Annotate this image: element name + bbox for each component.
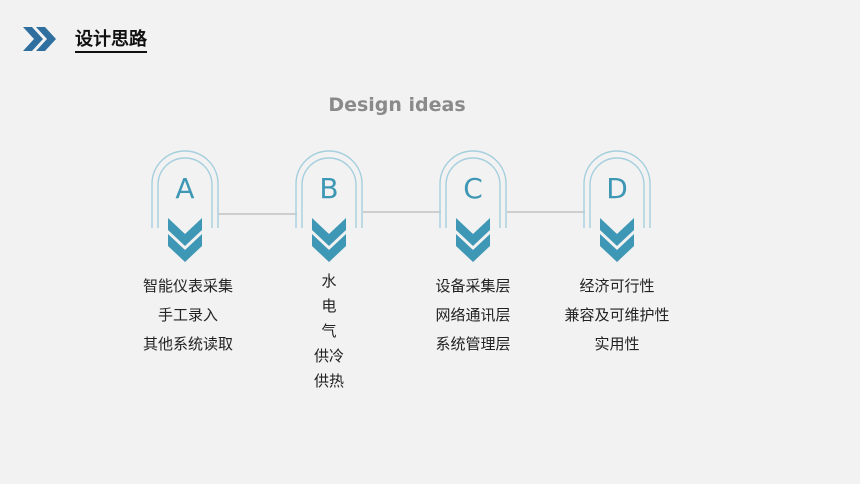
page-title: 设计思路 <box>75 30 147 53</box>
arch-b <box>295 150 363 262</box>
step-b-line: 电 <box>321 297 337 315</box>
arch-d <box>583 150 651 262</box>
step-a-line: 手工录入 <box>157 306 218 324</box>
chevron-down-icon <box>456 234 490 262</box>
chevron-down-icon <box>600 218 634 246</box>
arch-c <box>439 150 507 262</box>
chevron-down-icon <box>600 234 634 262</box>
step-c-line: 系统管理层 <box>435 335 511 353</box>
step-a-items: 智能仪表采集 手工录入 其他系统读取 <box>108 272 268 359</box>
subtitle: Design ideas <box>328 94 466 116</box>
step-d-items: 经济可行性 兼容及可维护性 实用性 <box>537 272 697 359</box>
step-c-line: 网络通讯层 <box>435 306 511 324</box>
step-d-line: 实用性 <box>594 335 640 353</box>
chevron-down-icon <box>168 234 202 262</box>
step-d-line: 兼容及可维护性 <box>564 306 670 324</box>
double-chevron-right-icon <box>23 27 56 51</box>
chevron-down-icon <box>168 218 202 246</box>
step-letter-c: C <box>463 172 483 205</box>
step-b-items: 水 电 气 供冷 供热 <box>249 269 409 394</box>
step-a-line: 其他系统读取 <box>142 335 233 353</box>
step-letter-d: D <box>606 172 628 205</box>
chevron-down-icon <box>312 218 346 246</box>
step-c-line: 设备采集层 <box>435 277 511 295</box>
step-letter-b: B <box>319 172 339 205</box>
step-b-line: 水 <box>321 272 337 290</box>
step-letter-a: A <box>175 172 195 205</box>
arch-a <box>151 150 219 262</box>
step-c-items: 设备采集层 网络通讯层 系统管理层 <box>393 272 553 359</box>
step-b-line: 供热 <box>313 372 344 390</box>
step-d-line: 经济可行性 <box>579 277 655 295</box>
step-a-line: 智能仪表采集 <box>142 277 233 295</box>
chevron-down-icon <box>456 218 490 246</box>
step-b-line: 供冷 <box>313 347 344 365</box>
step-b-line: 气 <box>321 322 337 340</box>
chevron-down-icon <box>312 234 346 262</box>
